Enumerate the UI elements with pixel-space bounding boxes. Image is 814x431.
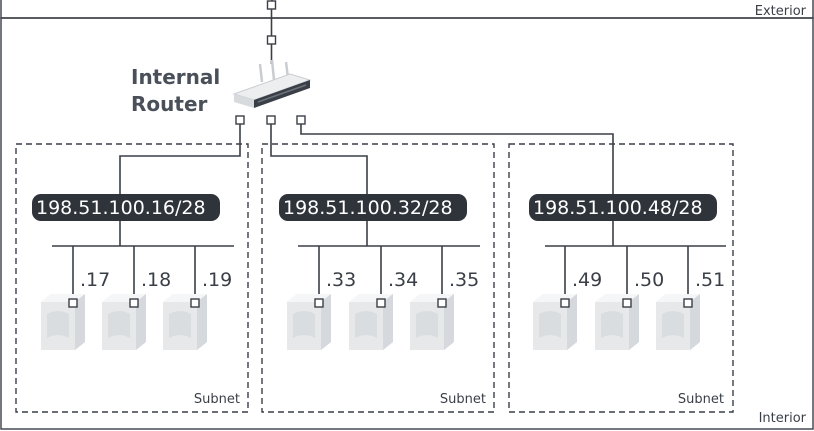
internal-router: Internal Router xyxy=(131,60,312,116)
subnet-3-label: Subnet xyxy=(678,392,724,407)
host-port xyxy=(129,298,139,308)
uplink-connection xyxy=(266,0,277,64)
host-label: .19 xyxy=(202,269,232,291)
subnet-2: 198.51.100.32/28 .33 .34 .35 Subnet xyxy=(261,143,495,413)
router-port-1 xyxy=(235,115,245,125)
host-port xyxy=(622,298,632,308)
host-port xyxy=(683,298,693,308)
server-icon xyxy=(533,294,577,350)
host-label: .35 xyxy=(449,269,479,291)
subnet-3-cidr: 198.51.100.48/28 xyxy=(533,197,703,219)
host-label: .50 xyxy=(634,269,664,291)
subnet-3: 198.51.100.48/28 .49 .50 .51 Subnet xyxy=(508,143,734,413)
server-icon xyxy=(349,294,393,350)
server-icon xyxy=(287,294,331,350)
cidr-bar-1 xyxy=(32,194,220,221)
router-icon xyxy=(232,60,312,110)
server-icon xyxy=(656,294,700,350)
server-icon xyxy=(102,294,146,350)
uplink-port-top xyxy=(266,0,277,10)
exterior-label: Exterior xyxy=(755,4,807,19)
subnet-1-cidr: 198.51.100.16/28 xyxy=(36,197,206,219)
cidr-bar-2 xyxy=(279,194,467,221)
router-downlinks xyxy=(119,115,614,194)
subnet-1-label: Subnet xyxy=(194,392,240,407)
server-icon xyxy=(163,294,207,350)
uplink-port-router xyxy=(266,35,277,45)
router-label-line1: Internal xyxy=(131,65,220,89)
router-port-3 xyxy=(296,115,306,125)
server-icon xyxy=(41,294,85,350)
host-port xyxy=(314,298,324,308)
subnet-2-label: Subnet xyxy=(440,392,486,407)
host-label: .18 xyxy=(141,269,171,291)
subnet-1: 198.51.100.16/28 .17 .18 .19 Subnet xyxy=(15,143,249,413)
host-label: .34 xyxy=(388,269,418,291)
cidr-bar-3 xyxy=(529,194,717,221)
router-label-line2: Router xyxy=(131,92,208,116)
host-port xyxy=(68,298,78,308)
host-label: .49 xyxy=(572,269,602,291)
host-label: .51 xyxy=(695,269,725,291)
exterior-zone: Exterior xyxy=(0,0,814,19)
interior-zone: Interior xyxy=(0,17,814,430)
host-label: .33 xyxy=(326,269,356,291)
host-port xyxy=(560,298,570,308)
host-port xyxy=(190,298,200,308)
router-port-2 xyxy=(266,115,276,125)
server-icon xyxy=(595,294,639,350)
host-port xyxy=(437,298,447,308)
host-port xyxy=(376,298,386,308)
interior-label: Interior xyxy=(759,411,807,426)
server-icon xyxy=(410,294,454,350)
subnet-2-cidr: 198.51.100.32/28 xyxy=(283,197,453,219)
host-label: .17 xyxy=(80,269,110,291)
